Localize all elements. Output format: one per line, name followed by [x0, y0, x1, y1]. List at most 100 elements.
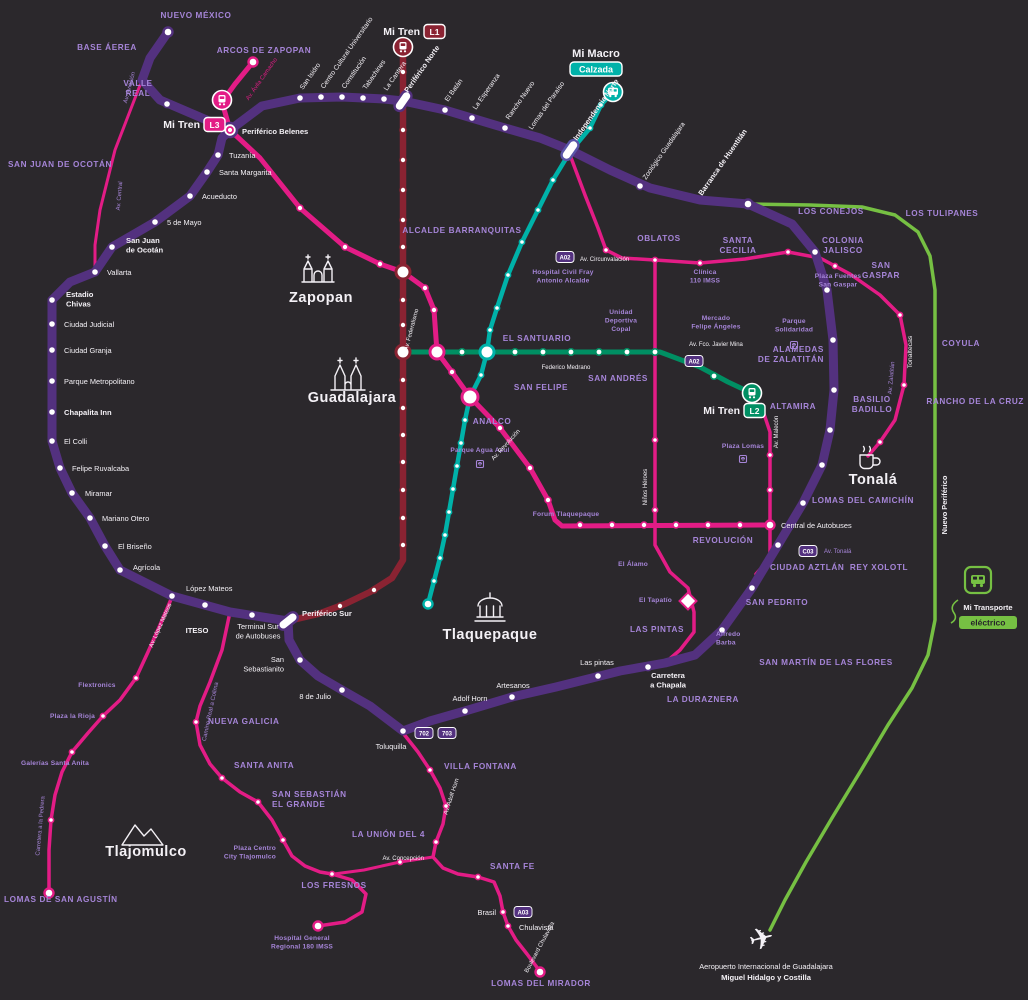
map-label: Toluquilla	[376, 742, 408, 751]
mi-macro-periferico-station-dot	[817, 460, 827, 470]
mi-tren-l2-station-dot	[510, 347, 519, 356]
terminal-station-dot	[764, 519, 776, 531]
map-label: Zapopan	[289, 290, 353, 306]
mi-tren-l3-station-dot	[341, 243, 349, 251]
map-label: Agrícola	[133, 563, 161, 572]
map-label: López Mateos	[186, 584, 233, 593]
map-label: Av. Tonalá	[824, 549, 852, 555]
mi-tren-l3-station-dot	[496, 424, 504, 432]
ruta-circunvalacion-station-dot	[876, 438, 884, 446]
ruta-aviacion-line	[93, 78, 144, 274]
mi-macro-periferico-station-dot	[167, 591, 177, 601]
mi-tren-l1-station-dot	[399, 296, 407, 304]
map-label: LAS PINTAS	[630, 625, 684, 634]
mi-transporte-electrico-line	[746, 202, 937, 932]
mi-tren-l2-station-dot	[709, 371, 718, 380]
map-label: El Álamo	[618, 559, 648, 568]
map-label: SAN JUAN DE OCOTÁN	[8, 159, 112, 169]
ruta-circunvalacion-station-dot	[602, 246, 610, 254]
ruta-lopez-mateos-sur-station-dot	[132, 674, 140, 682]
line-code: L2	[750, 406, 760, 416]
mi-macro-periferico-station-dot	[822, 285, 832, 295]
map-label: ALTAMIRA	[770, 402, 816, 411]
map-label: SANTA ANITA	[234, 761, 294, 770]
ruta-circunvalacion-line	[568, 153, 908, 458]
terminal-station-dot	[422, 598, 434, 610]
ruta-adolf-horn-station-dot	[426, 766, 434, 774]
mi-macro-periferico-station-dot	[829, 385, 839, 395]
ruta-adolf-horn-station-dot	[504, 922, 512, 930]
electrico-pill	[959, 616, 1017, 629]
mi-tren-l3-station-dot	[704, 521, 712, 529]
mi-macro-periferico-station-dot	[440, 105, 450, 115]
map-label: Av. Fco. Javier Mina	[689, 342, 743, 348]
ruta-circunvalacion-station-dot	[900, 381, 908, 389]
map-label: Las pintas	[580, 658, 614, 667]
mi-macro-periferico-station-dot	[747, 583, 757, 593]
ruta-circunvalacion-station-dot	[784, 248, 792, 256]
mi-macro-calzada-station-dot	[445, 508, 453, 516]
tlajomulco-hills-icon	[121, 824, 164, 846]
parque-solidaridad-icon	[789, 340, 799, 350]
terminal-station-dot	[534, 966, 546, 978]
electrico-icon-frame	[963, 565, 993, 595]
map-label: Plaza Lomas	[722, 443, 764, 450]
terminal-station-dot	[43, 887, 55, 899]
map-label: NUEVO MÉXICO	[161, 10, 232, 20]
mi-tren-l3-station-dot	[448, 368, 456, 376]
mi-tren-l1-station-dot	[399, 458, 407, 466]
route-shield	[513, 906, 533, 918]
zapopan-basilica-icon	[301, 254, 335, 283]
mi-macro-periferico-station-dot	[47, 407, 57, 417]
map-label: RANCHO DE LA CRUZ	[926, 397, 1024, 406]
map-label: Parque Agua Azul	[450, 447, 509, 454]
route-shield-code: C03	[802, 550, 814, 556]
map-label: Brasil	[478, 908, 497, 917]
mi-macro-calzada-station-dot	[493, 304, 501, 312]
mi-tren-l1-station-dot	[399, 243, 407, 251]
map-label: Chapalita Inn	[64, 408, 112, 417]
map-label: Santa Margarita	[219, 168, 272, 177]
map-label: Galerías Santa Anita	[21, 760, 89, 767]
map-label: Felipe Ruvalcaba	[72, 464, 130, 473]
mi-tren-l3-station-dot	[576, 521, 584, 529]
interchange-circle	[460, 387, 480, 407]
map-label: Av. Circunvalación	[580, 257, 629, 263]
mi-macro-periferico-station-dot	[398, 726, 408, 736]
mi-tren-l1-station-dot	[399, 126, 407, 134]
mi-tren-l1-station-dot	[399, 514, 407, 522]
ruta-circunvalacion-station-dot	[831, 262, 839, 270]
mi-macro-calzada-station-dot	[461, 416, 469, 424]
guadalajara-cathedral-icon	[330, 357, 366, 391]
ruta-la-union-station-dot	[396, 858, 404, 866]
map-label: Plaza la Rioja	[50, 713, 95, 720]
map-label: Central de Autobuses	[781, 521, 852, 530]
map-label: Parque Metropolitano	[64, 377, 135, 386]
map-label: SANTA FE	[490, 862, 535, 871]
map-label: VILLA FONTANA	[444, 762, 517, 771]
line-code: L3	[210, 120, 220, 130]
ruta-circunvalacion-station-dot	[896, 311, 904, 319]
mi-tren-l1-station-dot	[399, 486, 407, 494]
mi-macro-periferico-station-dot	[47, 376, 57, 386]
route-shield-code: 703	[442, 732, 453, 738]
ruta-adolf-horn-station-dot	[499, 908, 507, 916]
map-label: LA DURAZNERA	[667, 695, 739, 704]
map-label: LOS CONEJOS	[798, 207, 864, 216]
map-label: LOS FRESNOS	[301, 881, 366, 890]
calzada-pill-label: Calzada	[579, 65, 614, 75]
line-code-pill	[423, 23, 446, 40]
mi-macro-periferico-station-dot	[200, 600, 210, 610]
ruta-adolf-horn-station-dot	[442, 802, 450, 810]
mi-tren-l1-station-dot	[399, 376, 407, 384]
mi-tren-l1-station-dot	[399, 156, 407, 164]
ruta-lopez-mateos-sur-station-dot	[47, 816, 55, 824]
terminal-station-dot	[742, 198, 754, 210]
map-label: Av. Concepción	[383, 856, 424, 862]
